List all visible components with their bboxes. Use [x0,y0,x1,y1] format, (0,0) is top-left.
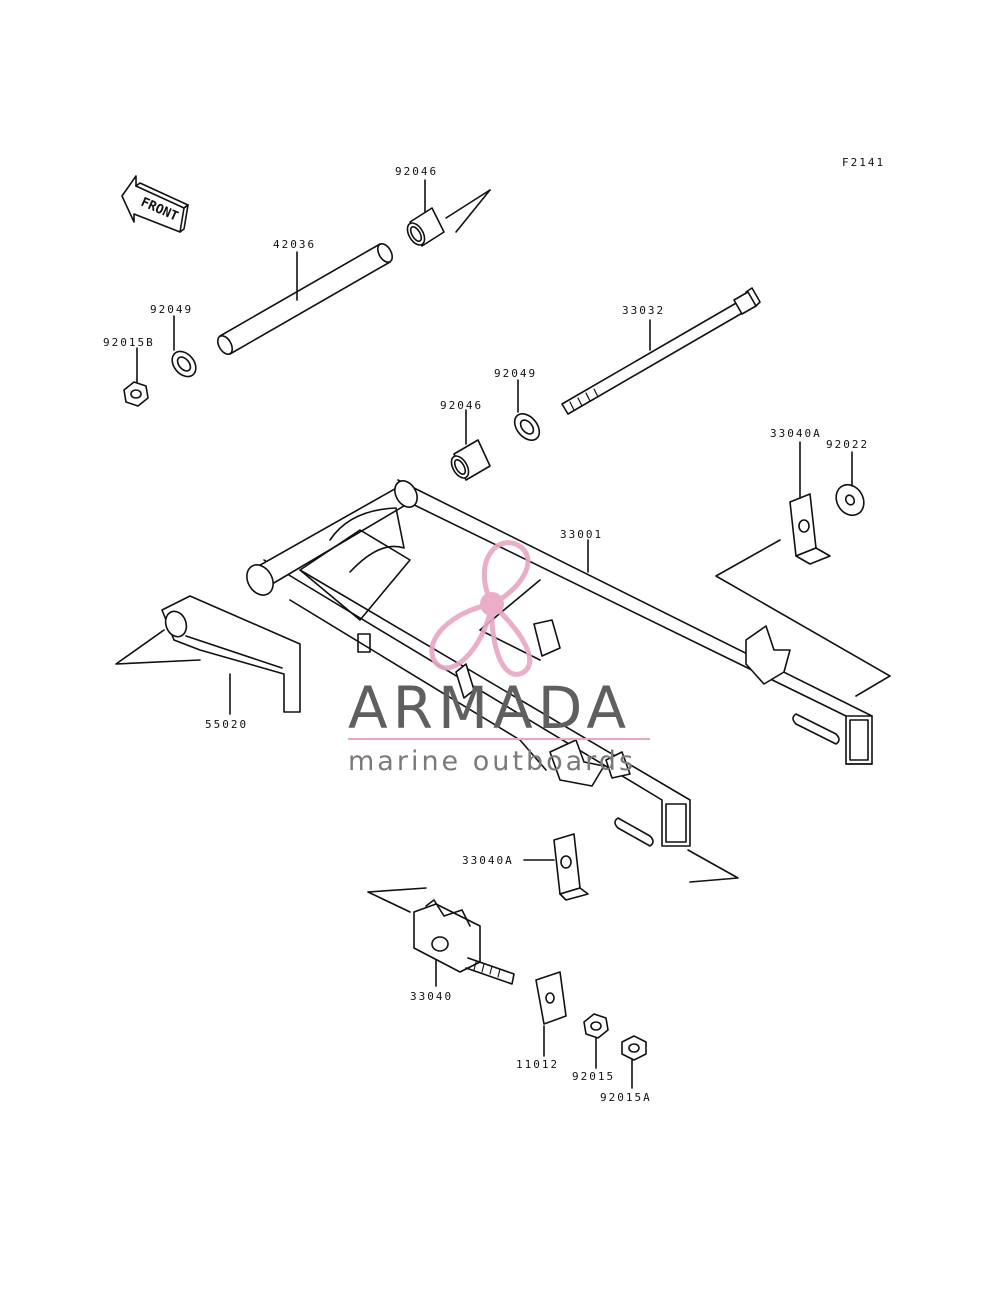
guard-55020 [115,595,301,715]
seal-92049-left [171,315,197,378]
label-92046-mid: 92046 [440,399,483,412]
bearing-92046-top [406,179,491,247]
washer-92022 [835,451,865,517]
label-92015A: 92015A [600,1091,652,1104]
label-92015B: 92015B [103,336,155,349]
nut-92015A [621,1035,647,1089]
watermark-title: ARMADA [348,674,631,742]
label-33040: 33040 [410,990,453,1003]
label-11012: 11012 [516,1058,559,1071]
propeller-logo-icon [429,540,533,677]
label-42036: 42036 [273,238,316,251]
adjuster-33040 [367,887,515,987]
nut-92015 [583,1013,609,1069]
label-92022: 92022 [826,438,869,451]
plate-33040A-lower [523,833,589,901]
label-92046-top: 92046 [395,165,438,178]
label-92049-left: 92049 [150,303,193,316]
bolt-33032 [561,287,761,415]
label-55020: 55020 [205,718,248,731]
watermark: ARMADA marine outboards [348,540,650,777]
label-33040A-lower: 33040A [462,854,514,867]
bearing-92046-mid [450,409,491,481]
label-33001: 33001 [560,528,603,541]
seal-92049-mid [513,379,541,441]
plate-11012 [535,971,567,1057]
figure-code: F2141 [842,156,885,169]
label-33032: 33032 [622,304,665,317]
front-arrow-icon: FRONT [121,175,189,233]
plate-33040A-right [715,441,891,697]
watermark-subtitle: marine outboards [348,746,636,777]
label-92015: 92015 [572,1070,615,1083]
pipe-42036 [216,243,394,355]
nut-92015B [123,347,149,407]
label-92049-mid: 92049 [494,367,537,380]
label-33040A-right: 33040A [770,427,822,440]
swingarm-33001 [246,479,873,883]
